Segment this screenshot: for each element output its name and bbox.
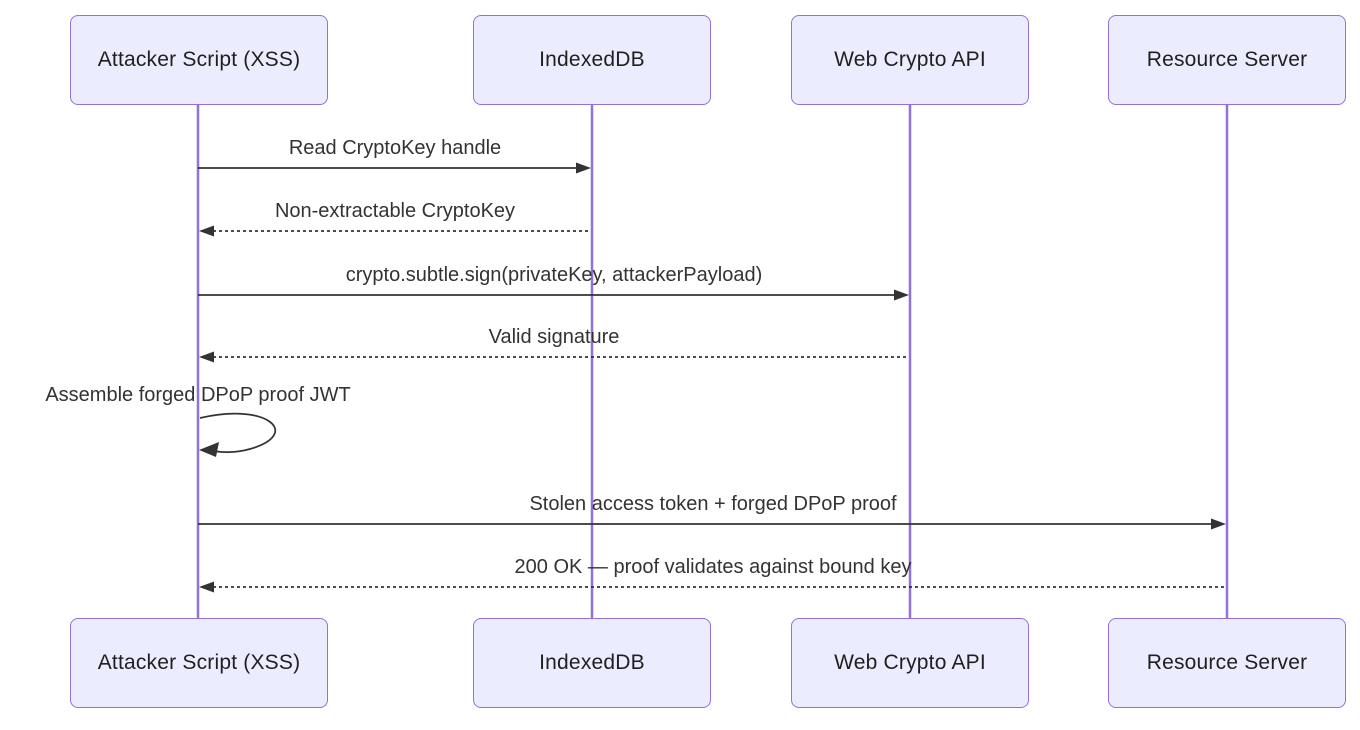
message-label-subtle-sign: crypto.subtle.sign(privateKey, attackerP…	[345, 264, 763, 286]
message-arrow-non-extractable	[199, 225, 591, 237]
message-label-read-cryptokey: Read CryptoKey handle	[288, 137, 502, 159]
actor-resource-label: Resource Server	[1146, 651, 1308, 674]
message-arrow-read-cryptokey	[198, 162, 591, 174]
actor-webcrypto-label: Web Crypto API	[834, 48, 986, 71]
message-arrow-valid-signature	[199, 351, 909, 363]
actor-indexeddb-label: IndexedDB	[539, 651, 645, 674]
actor-webcrypto-top: Web Crypto API	[791, 15, 1029, 105]
message-arrow-stolen-token	[198, 518, 1226, 530]
actor-resource-bottom: Resource Server	[1108, 618, 1346, 708]
actor-attacker-top: Attacker Script (XSS)	[70, 15, 328, 105]
message-arrow-self-loop	[199, 412, 277, 457]
actor-indexeddb-bottom: IndexedDB	[473, 618, 711, 708]
message-label-non-extractable: Non-extractable CryptoKey	[274, 200, 516, 222]
actor-indexeddb-top: IndexedDB	[473, 15, 711, 105]
message-label-assemble-jwt: Assemble forged DPoP proof JWT	[45, 384, 351, 406]
message-arrow-200-ok	[199, 581, 1226, 593]
message-arrow-subtle-sign	[198, 289, 909, 301]
actor-webcrypto-bottom: Web Crypto API	[791, 618, 1029, 708]
message-label-valid-signature: Valid signature	[488, 326, 620, 348]
actor-attacker-label: Attacker Script (XSS)	[97, 48, 301, 71]
actor-resource-top: Resource Server	[1108, 15, 1346, 105]
actor-attacker-label: Attacker Script (XSS)	[97, 651, 301, 674]
actor-indexeddb-label: IndexedDB	[539, 48, 645, 71]
actor-attacker-bottom: Attacker Script (XSS)	[70, 618, 328, 708]
actor-webcrypto-label: Web Crypto API	[834, 651, 986, 674]
actor-resource-label: Resource Server	[1146, 48, 1308, 71]
message-label-200-ok: 200 OK — proof validates against bound k…	[514, 556, 912, 578]
message-label-stolen-token: Stolen access token + forged DPoP proof	[529, 493, 897, 515]
